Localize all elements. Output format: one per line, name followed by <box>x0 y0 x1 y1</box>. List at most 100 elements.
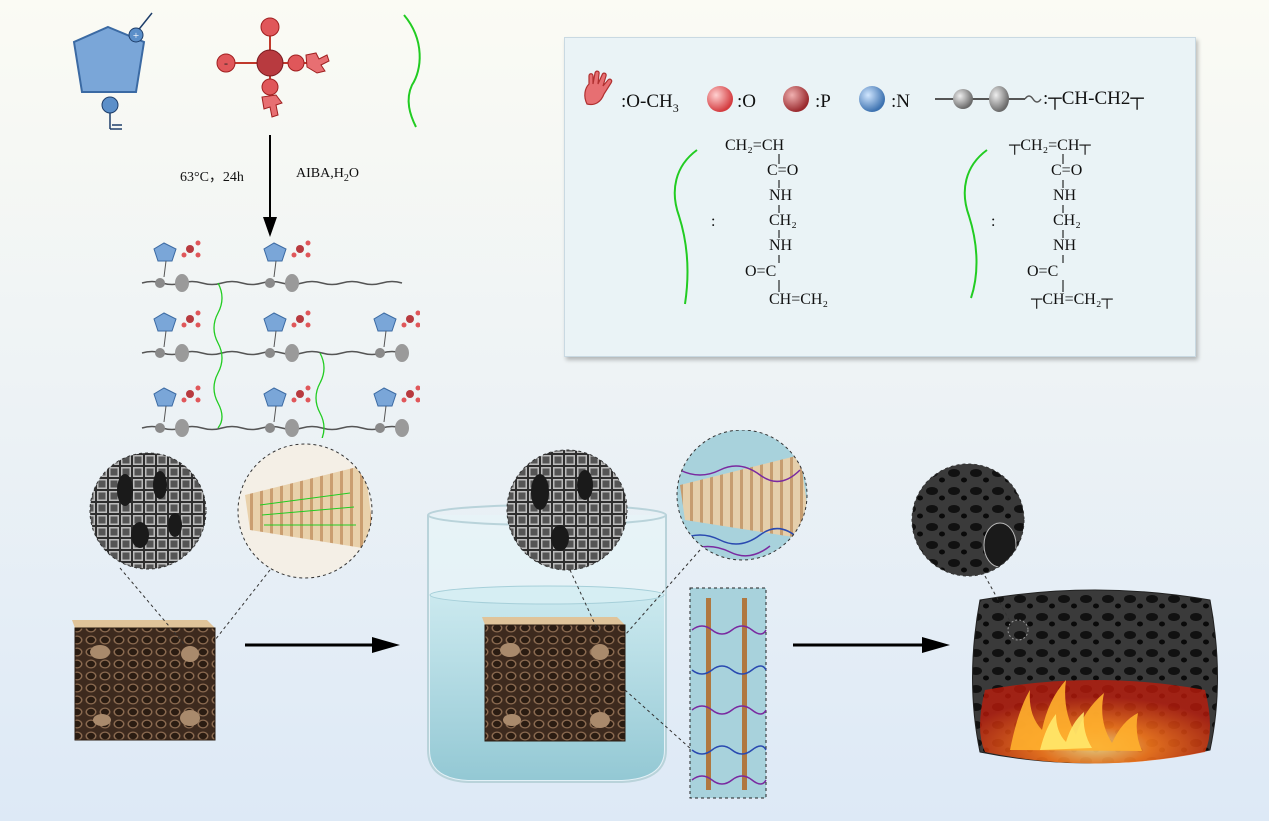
polymer-bonds <box>1062 154 1064 292</box>
sem-zoom-char <box>911 463 1025 626</box>
oxygen-atom <box>305 397 311 403</box>
oxygen-atom <box>305 322 311 328</box>
imidazolium-ring-icon <box>263 387 287 407</box>
reaction-conditions-temperature: 63°C，24h <box>180 170 244 185</box>
side-chain <box>273 260 277 278</box>
nitrogen-sphere-icon <box>859 86 885 112</box>
crosslink <box>213 282 223 429</box>
polymer-line6: O=C <box>1027 263 1059 280</box>
monomer-line2: C=O <box>767 162 799 179</box>
backbone-bead <box>265 278 275 288</box>
oxygen-atom <box>305 385 311 391</box>
phosphate-center <box>296 315 304 323</box>
backbone-bead <box>175 419 189 437</box>
oxygen-sphere-icon <box>707 86 733 112</box>
legend-phosphorus: :P <box>815 91 831 112</box>
oxygen-atom <box>195 310 201 316</box>
polymer-line3: NH <box>1053 187 1077 204</box>
oxygen-atom <box>181 252 187 258</box>
backbone-bead <box>375 423 385 433</box>
hand-icon <box>584 70 613 106</box>
fiber-zoom-raw-wood <box>214 443 373 641</box>
phosphate-center <box>406 315 414 323</box>
crosslinker-wave <box>403 14 421 128</box>
imidazolium-cation-monomer: + <box>72 12 153 130</box>
phosphate-center <box>186 390 194 398</box>
phosphate-center <box>186 245 194 253</box>
backbone-bead <box>265 348 275 358</box>
phosphate-center <box>186 315 194 323</box>
polymer-line1: ┬CH₂=CH┬ <box>1009 137 1091 154</box>
process-illustration <box>72 430 1218 799</box>
reaction-arrow <box>263 135 277 237</box>
imidazolium-ring-icon <box>373 387 397 407</box>
process-arrow-2 <box>793 637 950 653</box>
process-arrow-1 <box>245 637 400 653</box>
legend-oxygen: :O <box>737 91 756 112</box>
oxygen-atom <box>401 397 407 403</box>
wood-block-raw <box>72 620 216 741</box>
phosphate-center <box>296 245 304 253</box>
oxygen-atom <box>195 240 201 246</box>
molecular-zoom-panel <box>624 587 767 799</box>
polymer-backbone-icon <box>935 86 1042 112</box>
imidazolium-ring-icon <box>263 242 287 262</box>
oxygen-atom <box>181 322 187 328</box>
svg-text:+: + <box>133 30 139 42</box>
backbone-bead <box>155 278 165 288</box>
monomer-line1: CH₂=CH <box>725 137 785 154</box>
oxygen-atom <box>291 252 297 258</box>
oxygen-atom <box>415 385 420 391</box>
oxygen-atom <box>195 397 201 403</box>
imidazolium-ring-icon <box>373 312 397 332</box>
imidazolium-ring-icon <box>263 312 287 332</box>
reaction-conditions-initiator: AIBA,H2O <box>296 166 359 184</box>
reactants-illustration: + - <box>72 12 421 130</box>
monomer-line3: NH <box>769 187 793 204</box>
sem-zoom-impregnated <box>506 449 628 636</box>
legend-nitrogen: :N <box>891 91 910 112</box>
monomer-line4: CH₂ <box>769 212 797 229</box>
charred-block-burning <box>972 589 1218 764</box>
polymer-line5: NH <box>1053 237 1077 254</box>
monomer-line6: O=C <box>745 263 777 280</box>
wood-block-impregnated <box>482 617 626 742</box>
oxygen-atom <box>415 397 420 403</box>
side-chain <box>383 405 387 423</box>
oxygen-atom <box>305 310 311 316</box>
side-chain <box>383 330 387 348</box>
backbone-bead <box>285 274 299 292</box>
oxygen-atom <box>195 252 201 258</box>
backbone-bead <box>285 344 299 362</box>
phosphate-center <box>406 390 414 398</box>
oxygen-atom <box>415 310 420 316</box>
backbone-bead <box>155 423 165 433</box>
backbone-bead <box>175 344 189 362</box>
svg-text:-: - <box>224 56 228 70</box>
oxygen-atom <box>291 397 297 403</box>
phosphate-center <box>296 390 304 398</box>
oxygen-atom <box>291 322 297 328</box>
side-chain <box>273 330 277 348</box>
backbone-bead <box>285 419 299 437</box>
imidazolium-ring-icon <box>153 312 177 332</box>
monomer-colon: : <box>711 213 716 230</box>
imidazolium-ring-icon <box>153 242 177 262</box>
legend-panel: :O-CH3 :O :P :N :┬CH-CH2┬ : CH₂=CH C=O N… <box>564 37 1196 357</box>
fiber-zoom-impregnated <box>624 430 808 636</box>
oxygen-atom <box>195 385 201 391</box>
legend-och3: :O-CH3 <box>621 91 679 115</box>
oxygen-atom <box>305 252 311 258</box>
phosphate-anion: - <box>216 17 330 118</box>
oxygen-atom <box>195 322 201 328</box>
side-chain <box>163 260 167 278</box>
oxygen-atom <box>401 322 407 328</box>
oxygen-atom <box>305 240 311 246</box>
oxygen-atom <box>415 322 420 328</box>
side-chain <box>273 405 277 423</box>
monomer-bonds <box>778 154 780 292</box>
backbone-bead <box>265 423 275 433</box>
polymer-line4: CH₂ <box>1053 212 1081 229</box>
monomer-green-wave <box>673 149 698 305</box>
polymer-chains <box>141 240 420 438</box>
